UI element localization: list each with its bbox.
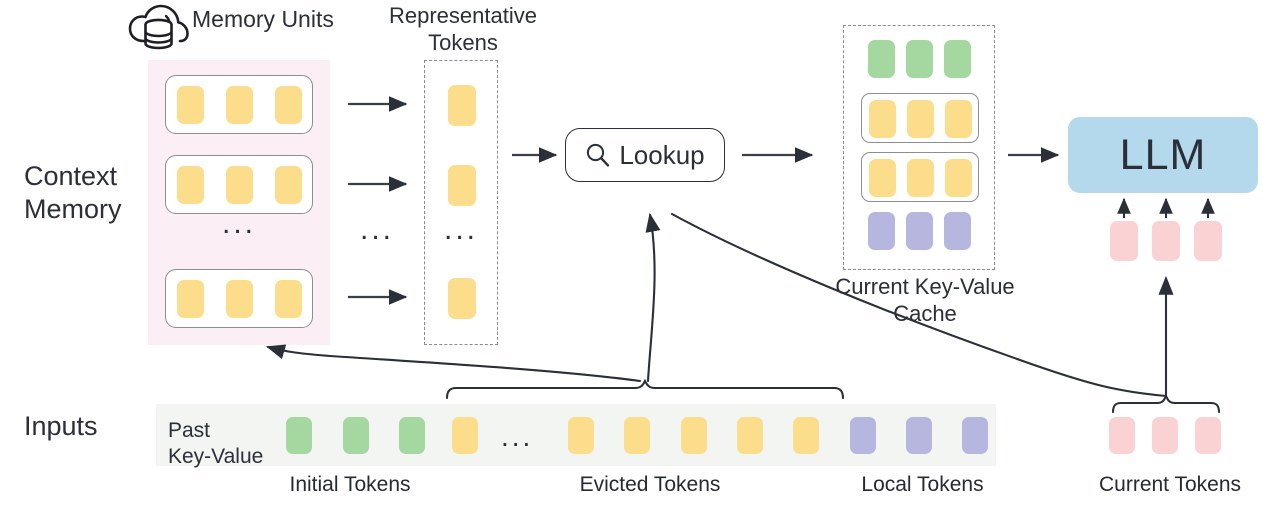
memory-unit[interactable] [165, 269, 313, 328]
memory-units-ellipsis: ... [221, 207, 256, 240]
current-kv-cache-label: Current Key-Value Cache [835, 274, 1015, 326]
input-token-evicted [737, 417, 763, 454]
input-token-current [1109, 417, 1135, 454]
input-token-local [850, 417, 876, 454]
kv-token [869, 159, 896, 197]
memory-token [275, 280, 302, 318]
input-token-evicted [681, 417, 707, 454]
caption-current-tokens: Current Tokens [1098, 473, 1242, 496]
input-token-current [1152, 417, 1178, 454]
caption-local-tokens: Local Tokens [861, 473, 984, 496]
kv-cache-row-local [868, 212, 972, 252]
brace-evicted-tokens [445, 378, 845, 400]
caption-initial-tokens: Initial Tokens [289, 473, 411, 496]
memory-token [226, 166, 253, 204]
kv-token [945, 100, 972, 138]
memory-token [226, 86, 253, 124]
representative-tokens-group [424, 60, 498, 345]
cloud-database-icon [128, 4, 189, 50]
kv-token [906, 40, 933, 78]
input-token-evicted [793, 417, 819, 454]
input-token-initial [399, 417, 425, 454]
kv-token [907, 159, 934, 197]
memory-token [177, 280, 204, 318]
input-token-current [1195, 417, 1221, 454]
llm-label: LLM [1119, 130, 1207, 179]
input-token-initial [286, 417, 312, 454]
kv-token [907, 100, 934, 138]
memory-unit[interactable] [165, 75, 313, 134]
context-memory-row-label: Context Memory [24, 161, 122, 224]
input-sequence-ellipsis: ... [501, 421, 534, 452]
search-icon [587, 143, 610, 167]
representative-tokens-ellipsis: ... [443, 213, 478, 246]
llm-input-token [1194, 221, 1222, 261]
lookup-label: Lookup [619, 139, 705, 170]
kv-token [868, 212, 895, 250]
input-token-local [962, 417, 988, 454]
memory-to-representative-ellipsis: ... [359, 213, 394, 246]
kv-token [868, 40, 895, 78]
input-token-evicted [624, 417, 650, 454]
llm-input-token [1152, 221, 1180, 261]
input-token-evicted [568, 417, 594, 454]
kv-cache-row-retrieved [861, 93, 979, 143]
kv-cache-row-retrieved [861, 152, 979, 202]
representative-token [448, 278, 476, 319]
kv-token [906, 212, 933, 250]
input-token-local [906, 417, 932, 454]
inputs-row-label: Inputs [24, 411, 98, 441]
representative-token [448, 85, 476, 126]
kv-token [944, 212, 971, 250]
arrow-evicted-to-lookup [645, 212, 661, 383]
memory-token [177, 86, 204, 124]
memory-unit[interactable] [165, 155, 313, 214]
kv-token [945, 159, 972, 197]
brace-current-tokens [1111, 393, 1221, 414]
memory-token [275, 86, 302, 124]
memory-units-label: Memory Units [192, 6, 334, 32]
kv-cache-row-initial [868, 40, 972, 80]
memory-token [275, 166, 302, 204]
caption-evicted-tokens: Evicted Tokens [579, 473, 721, 496]
llm-box[interactable]: LLM [1068, 117, 1258, 193]
kv-token [869, 100, 896, 138]
memory-token [177, 166, 204, 204]
llm-input-token [1110, 221, 1138, 261]
lookup-button[interactable]: Lookup [565, 128, 725, 182]
input-token-evicted [452, 417, 478, 454]
representative-tokens-label: Representative Tokens [389, 3, 537, 55]
representative-token [448, 165, 476, 206]
past-key-value-label: Past Key-Value [168, 419, 264, 469]
kv-token [944, 40, 971, 78]
arrow-evicted-to-context-memory [265, 344, 642, 383]
memory-token [226, 280, 253, 318]
input-token-initial [343, 417, 369, 454]
